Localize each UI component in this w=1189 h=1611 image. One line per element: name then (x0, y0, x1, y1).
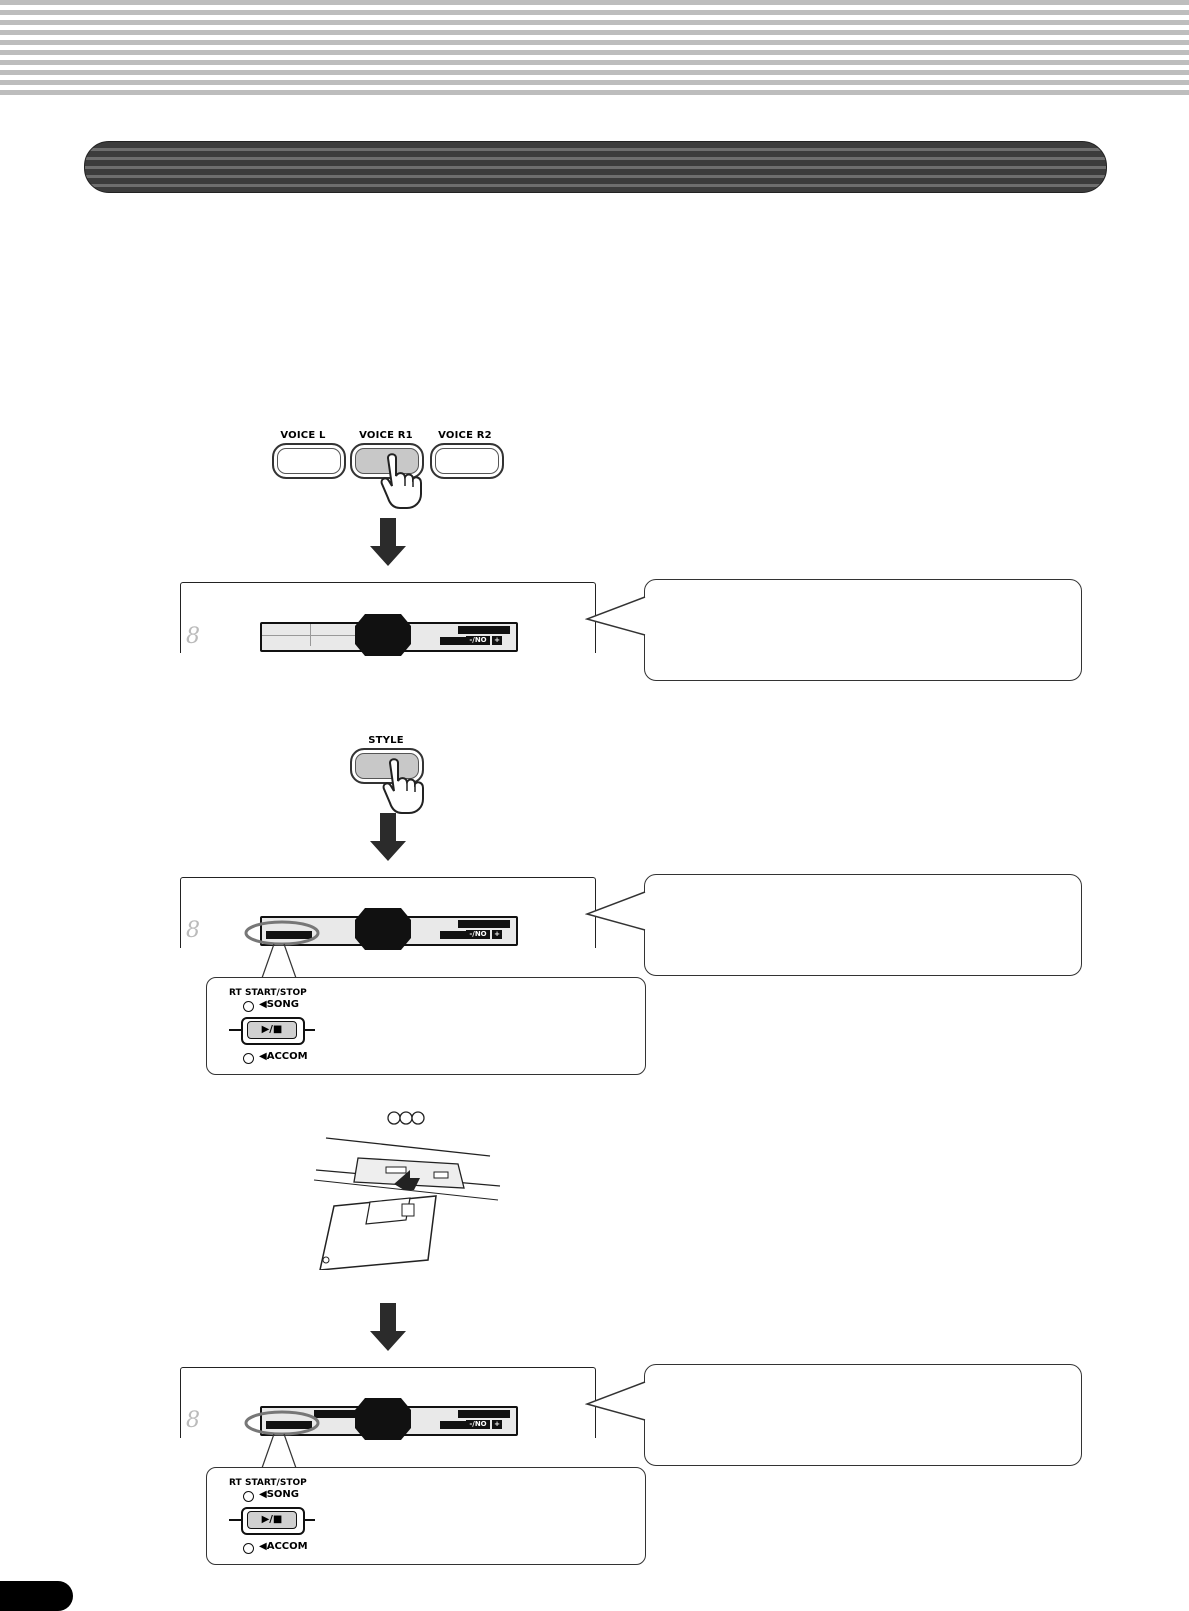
plus-indicator: + (492, 636, 502, 645)
down-arrow-icon (370, 518, 406, 566)
play-stop-button[interactable]: ▶/■ (247, 1511, 297, 1529)
plus-indicator: + (492, 930, 502, 939)
lcd-center-emblem-icon (355, 1398, 411, 1440)
no-indicator: -/NO (466, 1420, 490, 1429)
accomp-lamp-icon (243, 1543, 254, 1554)
voice-r1-label: VOICE R1 (359, 430, 413, 441)
accomp-label: ACCOM (266, 1541, 308, 1552)
lcd-center-emblem-icon (355, 614, 411, 656)
floppy-insertion-illustration (313, 1111, 501, 1270)
section-title-bar (84, 141, 1107, 193)
play-stop-button[interactable]: ▶/■ (247, 1021, 297, 1039)
callout-pointer (585, 1381, 646, 1421)
ghost-digit-icon: 8 (186, 918, 200, 943)
page-number-tab (0, 1581, 73, 1611)
start-stop-prefix: RT (229, 988, 242, 998)
song-lamp-icon (243, 1491, 254, 1502)
down-arrow-icon (370, 813, 406, 861)
start-stop-indicator-box: RT START/STOP ◀SONG ▶/■ ◀ACCOM (206, 977, 646, 1075)
style-label: STYLE (368, 735, 404, 746)
no-indicator: -/NO (466, 636, 490, 645)
start-stop-indicator-box: RT START/STOP ◀SONG ▶/■ ◀ACCOM (206, 1467, 646, 1565)
callout-pointer (585, 891, 646, 931)
accomp-lamp-icon (243, 1053, 254, 1064)
start-stop-prefix: RT (229, 1478, 242, 1488)
start-stop-label: START/STOP (245, 988, 307, 998)
voice-r2-label: VOICE R2 (438, 430, 492, 441)
down-arrow-icon (370, 1303, 406, 1351)
song-lamp-icon (243, 1001, 254, 1012)
accomp-label-row: ◀ACCOM (259, 1541, 308, 1552)
explanation-callout (644, 1364, 1082, 1466)
style-button[interactable] (350, 748, 424, 784)
callout-pointer (585, 596, 646, 636)
voice-r2-button[interactable] (430, 443, 504, 479)
play-stop-button-frame: ▶/■ (229, 1017, 321, 1045)
header-stripe-band (0, 0, 1189, 98)
ghost-digit-icon: 8 (186, 624, 200, 649)
highlight-oval (244, 1410, 320, 1469)
plus-indicator: + (492, 1420, 502, 1429)
ghost-digit-icon: 8 (186, 1408, 200, 1433)
song-label: SONG (266, 999, 299, 1010)
accomp-label: ACCOM (266, 1051, 308, 1062)
no-indicator: -/NO (466, 930, 490, 939)
song-label: SONG (266, 1489, 299, 1500)
play-stop-button-frame: ▶/■ (229, 1507, 321, 1535)
lcd-center-emblem-icon (355, 908, 411, 950)
voice-l-label: VOICE L (280, 430, 326, 441)
explanation-callout (644, 579, 1082, 681)
pressing-finger-icon (382, 758, 424, 814)
song-label-row: ◀SONG (259, 999, 299, 1010)
song-label-row: ◀SONG (259, 1489, 299, 1500)
explanation-callout (644, 874, 1082, 976)
pressing-finger-icon (380, 453, 422, 509)
voice-l-button[interactable] (272, 443, 346, 479)
accomp-label-row: ◀ACCOM (259, 1051, 308, 1062)
highlight-oval (244, 920, 320, 979)
start-stop-label: START/STOP (245, 1478, 307, 1488)
